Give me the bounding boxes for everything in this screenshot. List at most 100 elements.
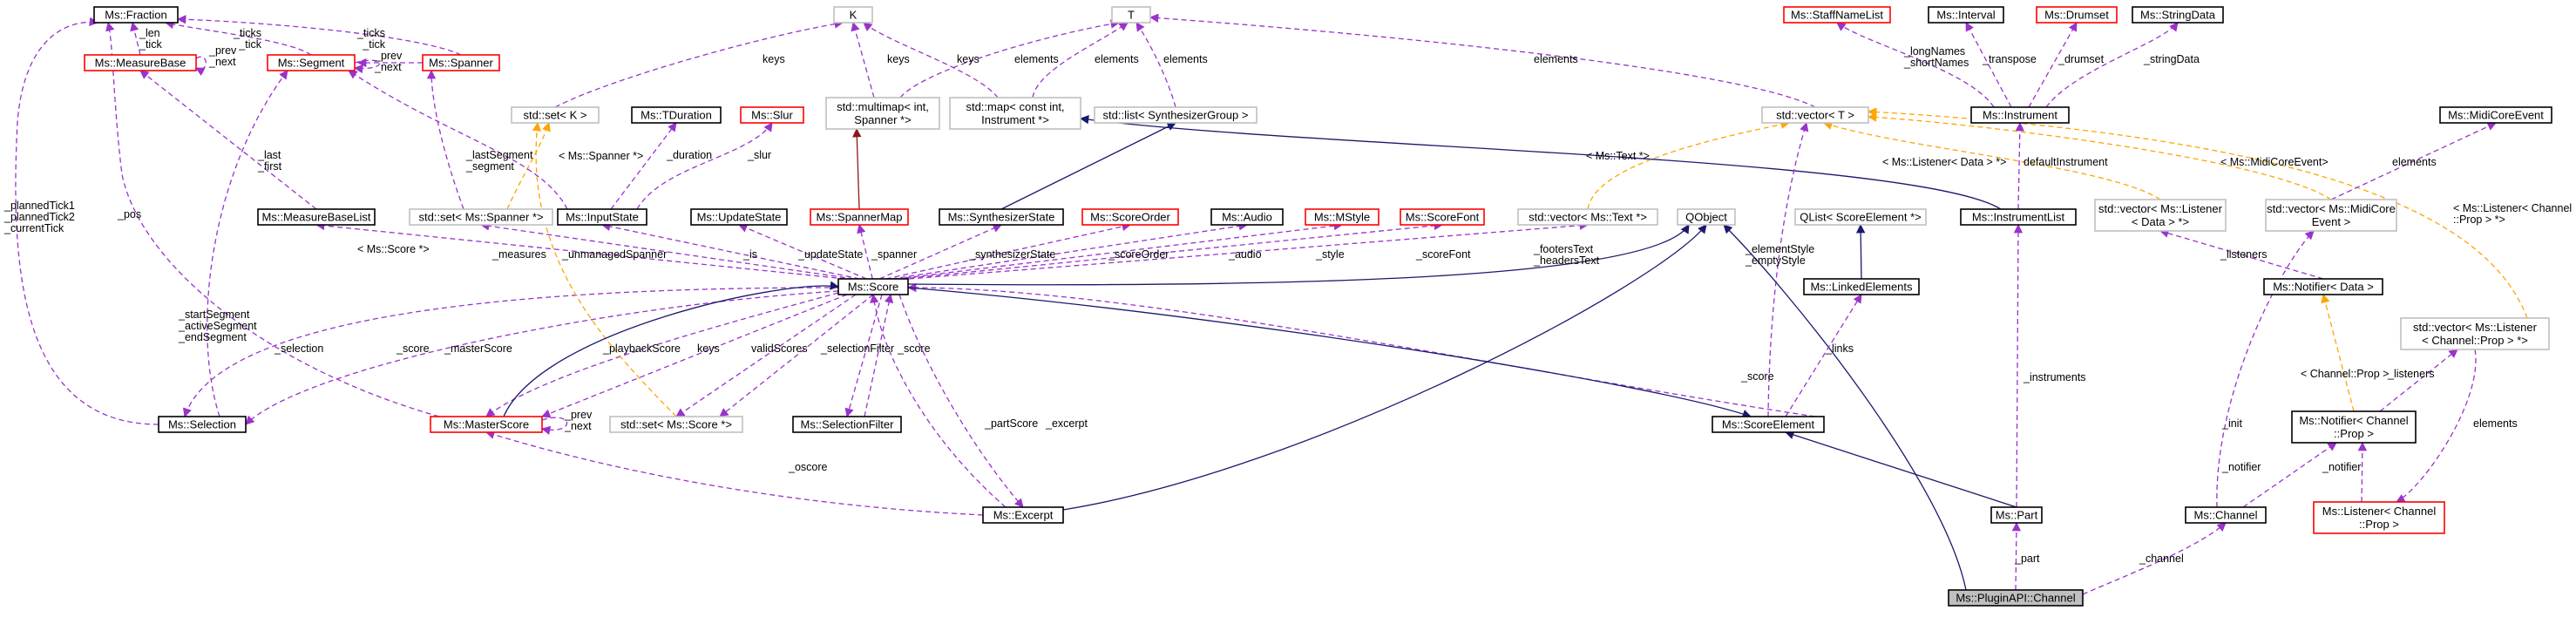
node-measurebaselist[interactable]: Ms::MeasureBaseList: [257, 208, 376, 226]
node-score[interactable]: Ms::Score: [837, 278, 909, 295]
edge-notifierch-vectorlistenerch: [2379, 349, 2458, 412]
node-scoreelement[interactable]: Ms::ScoreElement: [1712, 416, 1825, 433]
node-label: Ms::Channel: [2194, 509, 2258, 522]
node-label: Ms::StaffNameList: [1791, 9, 1883, 22]
node-label: < Channel::Prop > *>: [2422, 334, 2528, 347]
edge-label-elements-midi: elements: [2392, 156, 2437, 168]
edge-label-mb-prevnext: _prev: [208, 44, 237, 57]
node-qobject[interactable]: QObject: [1677, 208, 1736, 226]
edge-label-start-seg: _activeSegment: [178, 320, 257, 332]
node-tduration[interactable]: Ms::TDuration: [631, 106, 722, 124]
node-selection[interactable]: Ms::Selection: [158, 416, 247, 433]
node-box: [1712, 416, 1825, 433]
node-vectorlistener[interactable]: std::vector< Ms::Listener< Data > *>: [2094, 199, 2227, 232]
edge-setscore-stdsetk: [532, 121, 677, 417]
node-label: Ms::TDuration: [641, 109, 712, 122]
edge-label-ms-listener-data: < Ms::Listener< Data > *>: [1882, 156, 2006, 168]
edge-label-ms-prevnext: _next: [564, 420, 592, 432]
node-box: [2094, 199, 2227, 232]
node-multimap[interactable]: std::multimap< int,Spanner *>: [825, 97, 940, 130]
node-label: Spanner *>: [854, 113, 911, 126]
edge-score-inherit-scoreelement: [907, 287, 1752, 418]
node-notifierch[interactable]: Ms::Notifier< Channel::Prop >: [2291, 410, 2417, 444]
node-selectionfilter[interactable]: Ms::SelectionFilter: [792, 416, 902, 433]
node-pluginchannel[interactable]: Ms::PluginAPI::Channel: [1948, 589, 2084, 607]
edge-label-t-elements-map: elements: [1014, 53, 1059, 65]
edge-label-t-elements-list: elements: [1163, 53, 1208, 65]
node-segment[interactable]: Ms::Segment: [267, 54, 356, 71]
node-label: Ms::InstrumentList: [1972, 211, 2065, 224]
edge-measurebase-fraction: [130, 21, 141, 56]
node-audio[interactable]: Ms::Audio: [1210, 208, 1284, 226]
node-spanner[interactable]: Ms::Spanner: [422, 54, 500, 71]
node-qlist[interactable]: QList< ScoreElement *>: [1794, 208, 1927, 226]
node-scoreorder[interactable]: Ms::ScoreOrder: [1081, 208, 1179, 226]
node-spannermap[interactable]: Ms::SpannerMap: [810, 208, 909, 226]
node-slur[interactable]: Ms::Slur: [740, 106, 804, 124]
node-mstyle[interactable]: Ms::MStyle: [1305, 208, 1380, 226]
node-part[interactable]: Ms::Part: [1990, 506, 2043, 524]
node-t[interactable]: T: [1111, 6, 1151, 24]
edge-score-spannermap: [857, 223, 873, 280]
node-measurebase[interactable]: Ms::MeasureBase: [84, 54, 197, 71]
node-label: std::list< SynthesizerGroup >: [1103, 109, 1249, 122]
edge-label-keys-setscore: keys: [697, 342, 720, 355]
edge-label-notifier1: _notifier: [2221, 461, 2261, 473]
node-synthstate[interactable]: Ms::SynthesizerState: [939, 208, 1064, 226]
node-masterscore[interactable]: Ms::MasterScore: [430, 416, 543, 433]
node-box: [2291, 410, 2417, 444]
node-drumset[interactable]: Ms::Drumset: [2036, 6, 2118, 24]
edge-vectortext-vectort: [1587, 119, 1791, 210]
node-instrument[interactable]: Ms::Instrument: [1970, 106, 2070, 124]
node-label: Ms::UpdateState: [697, 211, 782, 224]
node-box: [1094, 106, 1257, 124]
node-k[interactable]: K: [833, 6, 873, 24]
node-label: Ms::Interval: [1936, 9, 1995, 22]
node-label: Ms::Part: [1996, 509, 2038, 522]
node-scorefont[interactable]: Ms::ScoreFont: [1400, 208, 1485, 226]
edge-label-start-seg: _endSegment: [178, 331, 247, 343]
node-channel[interactable]: Ms::Channel: [2185, 506, 2267, 524]
node-label: ::Prop >: [2334, 427, 2374, 440]
node-setspanner[interactable]: std::set< Ms::Spanner *>: [409, 208, 553, 226]
edge-label-audio: _audio: [1228, 248, 1262, 261]
edge-score-updatestate: [738, 223, 867, 280]
node-box: [825, 97, 940, 130]
node-box: [810, 208, 909, 226]
edge-score-scoreorder: [885, 221, 1132, 280]
node-label: Ms::Slur: [751, 109, 793, 122]
edge-setscore-score: [675, 294, 857, 417]
edge-label-footers: _footersText: [1533, 243, 1594, 255]
node-linkedelements[interactable]: Ms::LinkedElements: [1803, 278, 1920, 295]
node-midicoreevent[interactable]: Ms::MidiCoreEvent: [2439, 106, 2552, 124]
node-staffnamelist[interactable]: Ms::StaffNameList: [1783, 6, 1891, 24]
edge-label-last-first: _first: [257, 160, 282, 173]
node-stdlist[interactable]: std::list< SynthesizerGroup >: [1094, 106, 1257, 124]
edge-vectormidi-vectort: [1867, 112, 2332, 200]
node-listenerch[interactable]: Ms::Listener< Channel::Prop >: [2313, 501, 2445, 534]
node-inputstate[interactable]: Ms::InputState: [557, 208, 647, 226]
node-vectorlistenerch[interactable]: std::vector< Ms::Listener< Channel::Prop…: [2400, 317, 2550, 350]
node-box: [2313, 501, 2445, 534]
node-label: std::multimap< int,: [837, 100, 929, 113]
node-notifierdata[interactable]: Ms::Notifier< Data >: [2263, 278, 2383, 295]
node-box: [939, 208, 1064, 226]
node-label: < Data > *>: [2132, 215, 2189, 228]
node-updatestate[interactable]: Ms::UpdateState: [690, 208, 788, 226]
node-stringdata[interactable]: Ms::StringData: [2132, 6, 2224, 24]
node-vectortext[interactable]: std::vector< Ms::Text *>: [1517, 208, 1658, 226]
node-stdsetk[interactable]: std::set< K >: [511, 106, 600, 124]
node-box: [833, 6, 873, 24]
node-vectormidi[interactable]: std::vector< Ms::MidiCoreEvent >: [2265, 199, 2397, 232]
node-setscore[interactable]: std::set< Ms::Score *>: [609, 416, 743, 433]
node-fraction[interactable]: Ms::Fraction: [93, 6, 179, 24]
node-map[interactable]: std::map< const int,Instrument *>: [949, 97, 1081, 130]
edge-label-playback-score: _playbackScore: [602, 342, 681, 355]
node-interval[interactable]: Ms::Interval: [1928, 6, 2004, 24]
edge-score-synthstate: [879, 224, 1002, 280]
node-stdvectort[interactable]: std::vector< T >: [1761, 106, 1869, 124]
node-label: std::set< K >: [524, 109, 587, 122]
node-excerpt[interactable]: Ms::Excerpt: [982, 506, 1064, 524]
edge-part-instrumentlist: [2013, 223, 2024, 508]
node-instrumentlist[interactable]: Ms::InstrumentList: [1960, 208, 2077, 226]
